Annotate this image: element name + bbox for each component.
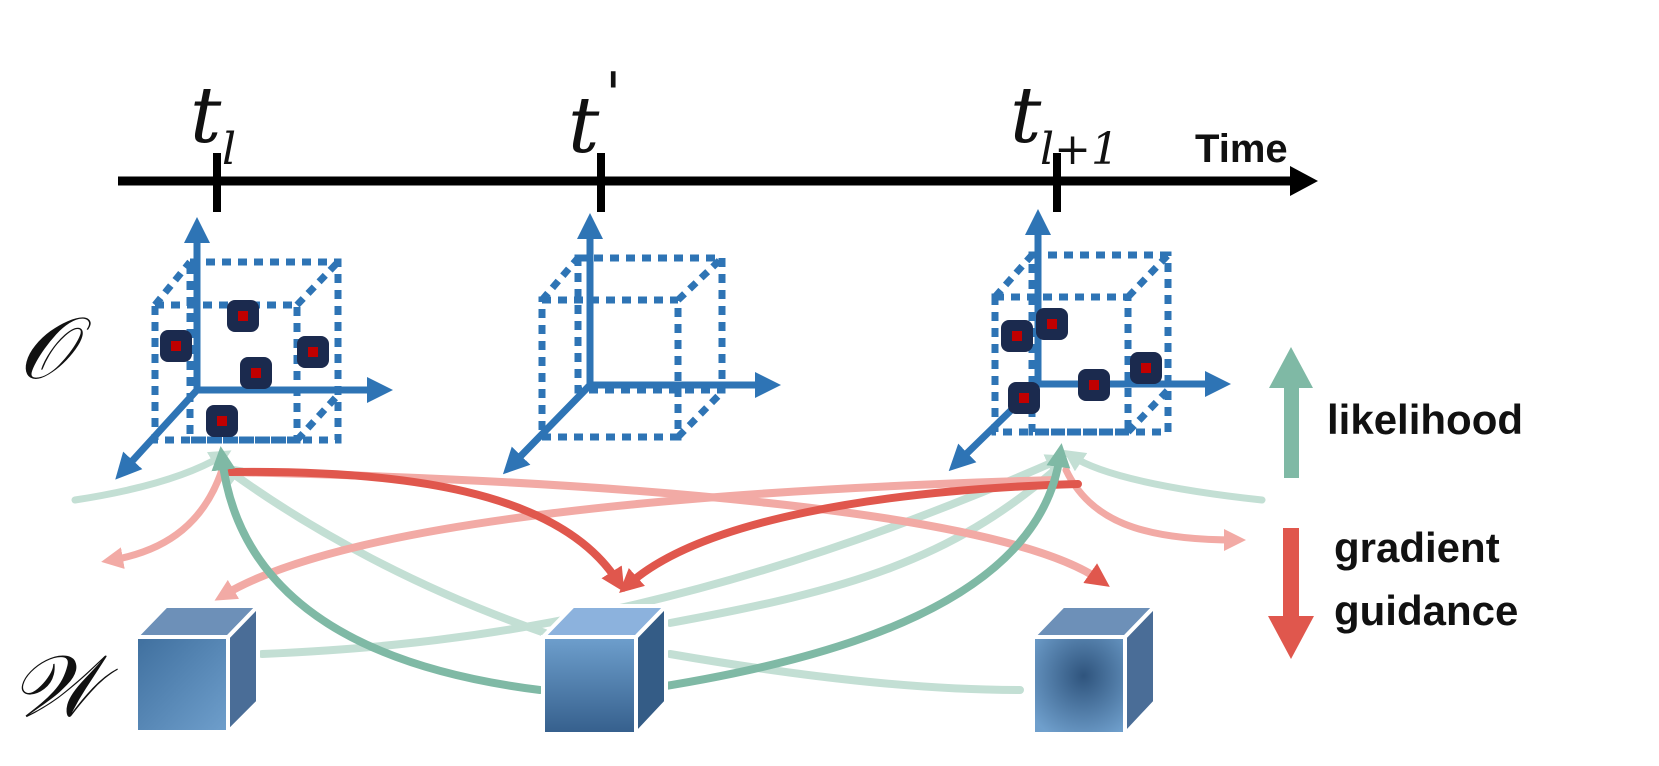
dotted-cube-3	[991, 251, 1172, 436]
axis-diag-2	[502, 382, 593, 475]
connections	[71, 443, 1266, 694]
gradient-arrow-icon	[1268, 528, 1314, 659]
gradient-faint-curve-3	[214, 476, 1059, 601]
dotted-cube-2	[538, 254, 726, 441]
weight-cube-2	[538, 601, 671, 740]
legend: likelihood gradient guidance	[1268, 347, 1523, 659]
likelihood-strong-curve-1	[211, 446, 544, 694]
likelihood-arrow-icon	[1269, 347, 1313, 478]
observation-plot-2	[502, 213, 781, 475]
dotted-cube-1	[151, 258, 342, 444]
observation-plot-1	[115, 217, 393, 480]
gradient-strong-curve-1	[226, 467, 625, 593]
likelihood-faint-curve-5	[666, 650, 1024, 694]
weight-cube-1	[131, 601, 263, 737]
tick-label-1-sub: l	[222, 124, 236, 175]
tick-label-3-sub: l+1	[1040, 124, 1119, 175]
tick-label-2-main: t	[568, 81, 600, 171]
timeline: Time t l t ' t l+1	[118, 60, 1318, 212]
observation-plot-3	[948, 209, 1231, 472]
likelihood-faint-curve-2	[219, 463, 549, 637]
likelihood-faint-curve-6	[1062, 449, 1266, 504]
observation-points-1	[160, 300, 329, 437]
gradient-label-line2: guidance	[1334, 587, 1518, 634]
weights-row-label: 𝒲	[10, 637, 118, 737]
axis-diag-1	[115, 387, 200, 480]
tick-label-2-sub: '	[605, 60, 622, 130]
observation-row-label: 𝒪	[18, 299, 92, 399]
tick-label-1-main: t	[190, 71, 222, 161]
likelihood-faint-curve-1	[71, 450, 232, 504]
weight-cube-3	[1028, 601, 1160, 740]
tick-label-3-main: t	[1010, 71, 1042, 161]
gradient-faint-curve-1	[101, 466, 226, 569]
gradient-strong-curve-2	[619, 480, 1082, 594]
observation-points-3	[1001, 308, 1162, 414]
time-axis-arrowhead	[1290, 166, 1318, 196]
likelihood-strong-curve-2	[636, 443, 1071, 694]
likelihood-label: likelihood	[1327, 396, 1523, 443]
gradient-label-line1: gradient	[1334, 524, 1500, 571]
likelihood-faint-curve-4	[666, 466, 1059, 627]
time-axis-label: Time	[1195, 127, 1288, 171]
